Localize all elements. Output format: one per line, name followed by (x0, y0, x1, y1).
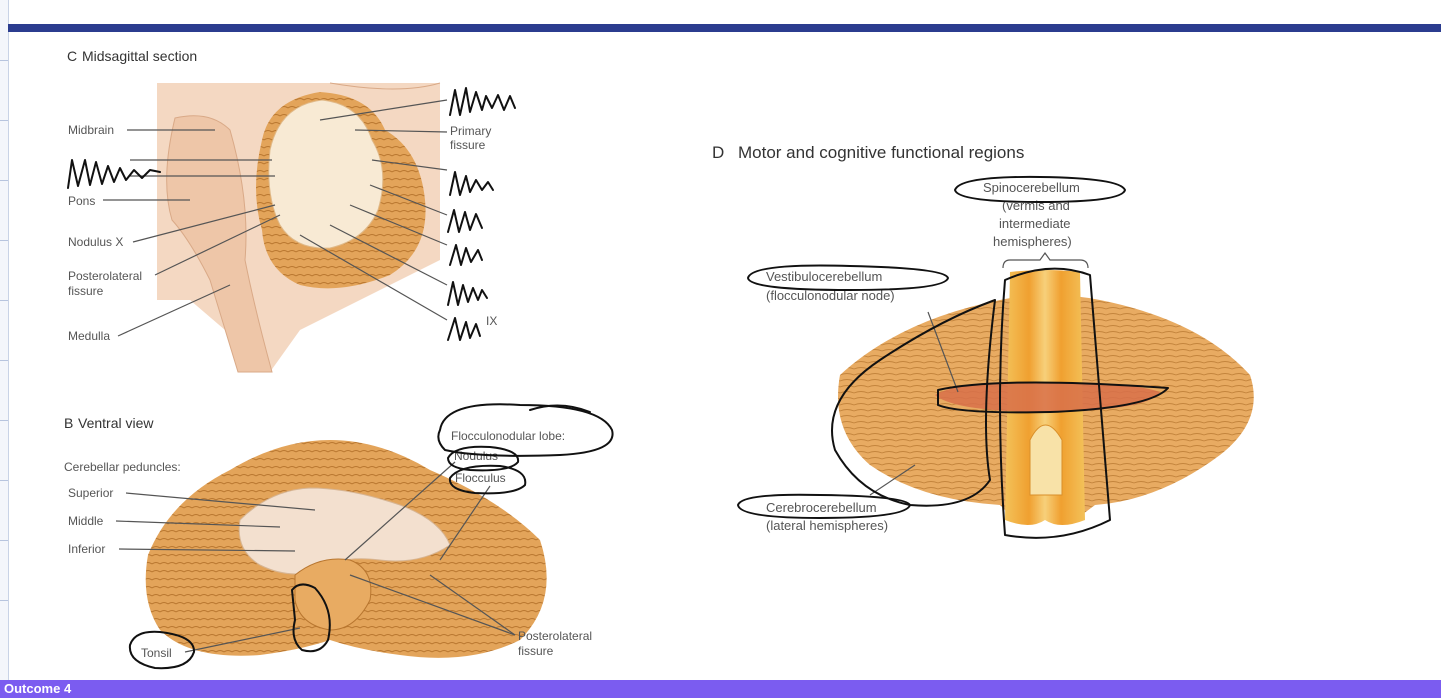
ink-outline-cerebro (831, 299, 996, 507)
vestibulo-region (935, 381, 1160, 412)
label-primary-2: fissure (450, 138, 486, 152)
leader-flocculus (439, 485, 491, 561)
scribble-uvula (447, 317, 481, 341)
scribble-declive (449, 171, 494, 196)
rail-tick (0, 420, 8, 421)
leader-medulla (117, 284, 231, 337)
ink-circle-spino (954, 175, 1126, 203)
vermis-notch (1029, 424, 1063, 496)
ink-circle-vestibulo (747, 264, 949, 291)
spino-bracket (1002, 251, 1089, 269)
scribble-culmen (449, 87, 516, 116)
scribble-tuber (449, 244, 483, 266)
leader-posterolateral-b-2 (429, 574, 516, 636)
leader-culmen (319, 99, 448, 121)
label-medulla: Medulla (68, 329, 110, 343)
label-primary-1: Primary (450, 124, 491, 138)
leader-posterolateral (154, 214, 281, 276)
label-midbrain: Midbrain (68, 123, 114, 137)
leader-uvula (299, 234, 448, 321)
label-spino-4: hemispheres) (993, 234, 1072, 249)
rail-tick (0, 600, 8, 601)
leader-tuber (349, 204, 448, 246)
leader-cerebro (869, 464, 916, 496)
label-posterolateral-b-1: Posterolateral (518, 629, 592, 643)
label-ix: IX (486, 314, 497, 328)
panel-d-functional: D Motor and cognitive functional regions… (712, 143, 1254, 539)
rail-tick (0, 480, 8, 481)
label-tonsil: Tonsil (141, 646, 172, 660)
rail-tick (0, 180, 8, 181)
scribble-pyramis (447, 281, 488, 306)
label-posterolateral-2: fissure (68, 284, 104, 298)
leader-inferior (118, 548, 296, 552)
leader-declive (371, 159, 448, 171)
leader-posterolateral-b-1 (349, 574, 516, 636)
rail-tick (0, 60, 8, 61)
label-flocculus: Flocculus (455, 471, 506, 485)
label-nodulus-x: Nodulus X (68, 235, 123, 249)
label-posterolateral-b-2: fissure (518, 644, 554, 658)
label-cerebro-2: (lateral hemispheres) (766, 518, 888, 533)
leader-vestibulo (927, 311, 959, 393)
leader-pyramis (329, 224, 448, 286)
nodulus-structure (294, 558, 372, 631)
label-spino-1: Spinocerebellum (983, 180, 1080, 195)
label-vestibulo-1: Vestibulocerebellum (766, 269, 882, 284)
ink-circle-tonsil (128, 630, 196, 670)
ink-scribble-mark (529, 404, 591, 413)
panel-c-midsagittal: C Midsagittal section Midbrain Pons Nodu… (67, 48, 516, 373)
label-superior: Superior (68, 486, 113, 500)
rail-tick (0, 540, 8, 541)
label-peduncles-heading: Cerebellar peduncles: (64, 460, 181, 474)
ink-circle-flocculus (448, 464, 527, 495)
rail-tick (0, 300, 8, 301)
cerebrum-outline (329, 82, 441, 90)
label-middle: Middle (68, 514, 104, 528)
leader-primary (354, 129, 448, 133)
leader-tonsil (184, 627, 301, 653)
slide-header-bar (8, 24, 1441, 32)
panel-b-title: Ventral view (78, 415, 154, 431)
scribble-folium (447, 209, 483, 233)
label-posterolateral-1: Posterolateral (68, 269, 142, 283)
panel-b-letter: B (64, 415, 73, 431)
rail-tick (0, 360, 8, 361)
rail-tick (0, 240, 8, 241)
panel-c-letter: C (67, 48, 77, 64)
leader-nodulus (344, 461, 456, 561)
label-spino-2: (vermis and (1002, 198, 1070, 213)
ink-outline-vermis (999, 267, 1111, 539)
arbor-vitae (268, 99, 384, 249)
label-vestibulo-2: (flocculonodular node) (766, 288, 895, 303)
slide-canvas: C Midsagittal section Midbrain Pons Nodu… (64, 48, 1254, 670)
label-inferior: Inferior (68, 542, 105, 556)
panel-d-letter: D (712, 143, 724, 162)
outcome-footer: Outcome 4 (0, 680, 1441, 698)
label-flocculonodular: Flocculonodular lobe: (451, 429, 565, 443)
label-cerebro-1: Cerebrocerebellum (766, 500, 877, 515)
scribble-lingula (67, 159, 161, 189)
ink-circle-nodulus (447, 445, 520, 472)
panel-b-ventral: B Ventral view Cerebellar peduncles: Sup… (64, 403, 614, 670)
ink-outline-vestibulo (937, 381, 1169, 414)
label-pons: Pons (68, 194, 95, 208)
panel-c-title: Midsagittal section (82, 48, 197, 64)
left-rail (0, 0, 9, 680)
label-spino-3: intermediate (999, 216, 1071, 231)
rail-tick (0, 120, 8, 121)
leader-folium (369, 184, 448, 216)
peduncle-region (238, 487, 451, 575)
leader-superior (125, 492, 316, 511)
leader-nodulus-x (132, 204, 276, 243)
ink-circle-flocculonodular (437, 403, 614, 457)
panel-d-title: Motor and cognitive functional regions (738, 143, 1024, 162)
ink-circle-tonsil-structure (291, 583, 331, 653)
leader-middle (115, 520, 281, 528)
